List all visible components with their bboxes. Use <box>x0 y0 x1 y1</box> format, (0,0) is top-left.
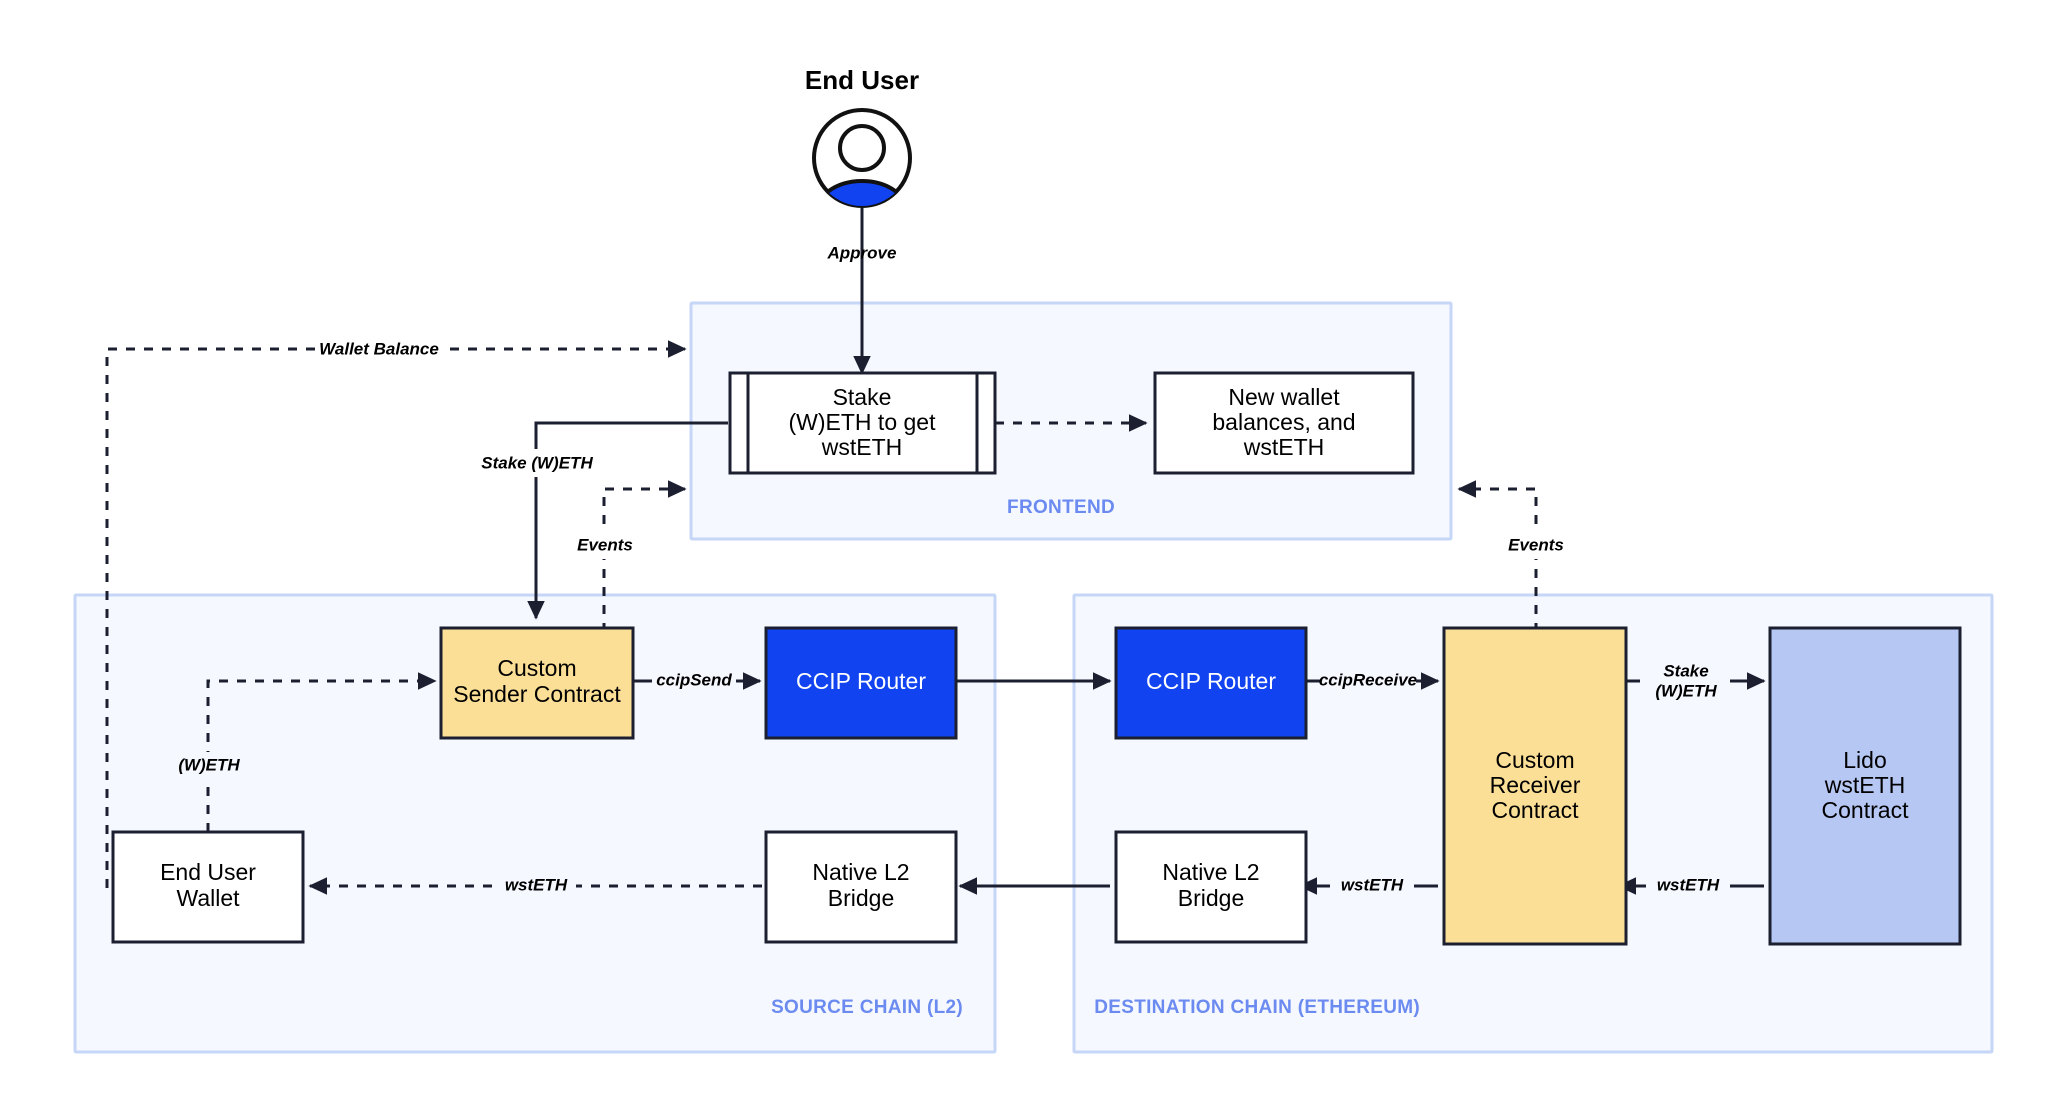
edge-wsteth-bridge-label: wstETH <box>505 875 568 894</box>
native-bridge-destination-line-2: Bridge <box>1178 885 1244 911</box>
custom-receiver-contract-line-1: Custom <box>1495 747 1574 773</box>
edge-wsteth-lido-label: wstETH <box>1657 875 1720 894</box>
lido-wsteth-contract-line-2: wstETH <box>1824 772 1906 798</box>
new-balances-box[interactable] <box>1153 371 1415 475</box>
user-avatar-icon <box>812 108 912 208</box>
edge-wallet-balance: Wallet Balance <box>105 335 687 888</box>
edge-approve: Approve <box>827 208 897 375</box>
lido-wsteth-contract-line-1: Lido <box>1843 747 1886 773</box>
frontend-container-box <box>689 301 1453 541</box>
source-chain-container-label: SOURCE CHAIN (L2) <box>771 997 963 1018</box>
custom-sender-contract-line-2: Sender Contract <box>453 681 621 707</box>
lido-wsteth-contract-line-3: Contract <box>1822 797 1910 823</box>
native-bridge-source-line-2: Bridge <box>828 885 894 911</box>
stake-form-box[interactable] <box>728 371 997 475</box>
stake-form-line-2: (W)ETH to get <box>789 409 937 435</box>
node-new-balances[interactable]: New wallet balances, and wstETH <box>1153 371 1415 475</box>
actor-end-user-label: End User <box>805 65 919 95</box>
edge-events-source: Events <box>564 480 687 632</box>
edge-stake-weth-frontend: Stake (W)ETH <box>462 421 728 620</box>
custom-receiver-contract-line-3: Contract <box>1492 797 1580 823</box>
node-ccip-router-source[interactable]: CCIP Router <box>764 626 958 740</box>
edge-weth-wallet: (W)ETH <box>162 672 437 832</box>
node-lido-wsteth-contract[interactable]: Lido wstETH Contract <box>1768 626 1962 946</box>
node-custom-receiver-contract[interactable]: Custom Receiver Contract <box>1442 626 1628 946</box>
actor-end-user: End User <box>805 65 919 208</box>
edge-wsteth-bridge: wstETH <box>308 872 762 900</box>
container-frontend: FRONTEND <box>689 301 1453 541</box>
node-custom-sender-contract[interactable]: Custom Sender Contract <box>439 626 635 740</box>
edge-ccip-receive-label: ccipReceive <box>1319 670 1417 689</box>
new-balances-line-1: New wallet <box>1228 384 1340 410</box>
custom-receiver-contract-box[interactable] <box>1442 626 1628 946</box>
edge-wallet-balance-label: Wallet Balance <box>319 339 439 358</box>
node-stake-form[interactable]: Stake (W)ETH to get wstETH <box>728 371 997 475</box>
end-user-wallet-box[interactable] <box>111 830 305 944</box>
native-bridge-source-box[interactable] <box>764 830 958 944</box>
new-balances-line-3: wstETH <box>1243 434 1325 460</box>
stake-form-line-1: Stake <box>833 384 892 410</box>
node-ccip-router-destination[interactable]: CCIP Router <box>1114 626 1308 740</box>
edge-events-destination-label: Events <box>1508 535 1564 554</box>
ccip-router-source-box[interactable] <box>764 626 958 740</box>
node-native-bridge-destination[interactable]: Native L2 Bridge <box>1114 830 1308 944</box>
custom-sender-contract-line-1: Custom <box>497 655 576 681</box>
node-native-bridge-source[interactable]: Native L2 Bridge <box>764 830 958 944</box>
lido-wsteth-contract-box[interactable] <box>1768 626 1962 946</box>
node-end-user-wallet[interactable]: End User Wallet <box>111 830 305 944</box>
edge-stake-weth-lido-label-2: (W)ETH <box>1655 681 1717 700</box>
ccip-router-destination-box[interactable] <box>1114 626 1308 740</box>
frontend-container-label: FRONTEND <box>1007 497 1115 518</box>
native-bridge-source-line-1: Native L2 <box>812 859 909 885</box>
edge-stake-weth-lido-label-1: Stake <box>1663 661 1708 680</box>
destination-chain-container-label: DESTINATION CHAIN (ETHEREUM) <box>1094 997 1420 1018</box>
end-user-wallet-line-2: Wallet <box>176 885 240 911</box>
edge-events-source-label: Events <box>577 535 633 554</box>
new-balances-line-2: balances, and <box>1212 409 1355 435</box>
edge-events-destination: Events <box>1457 480 1578 632</box>
edge-ccip-send-label: ccipSend <box>656 670 732 689</box>
ccip-router-destination-label: CCIP Router <box>1146 668 1276 694</box>
custom-sender-contract-box[interactable] <box>439 626 635 740</box>
edge-stake-weth-frontend-label: Stake (W)ETH <box>481 453 593 472</box>
end-user-wallet-line-1: End User <box>160 859 256 885</box>
stake-form-line-3: wstETH <box>821 434 903 460</box>
edge-wsteth-receiver-label: wstETH <box>1341 875 1404 894</box>
custom-receiver-contract-line-2: Receiver <box>1490 772 1581 798</box>
edge-approve-label: Approve <box>827 243 897 262</box>
edge-ccip-send: ccipSend <box>633 670 762 690</box>
edge-weth-wallet-label: (W)ETH <box>178 755 240 774</box>
native-bridge-destination-line-1: Native L2 <box>1162 859 1259 885</box>
ccip-router-source-label: CCIP Router <box>796 668 926 694</box>
native-bridge-destination-box[interactable] <box>1114 830 1308 944</box>
